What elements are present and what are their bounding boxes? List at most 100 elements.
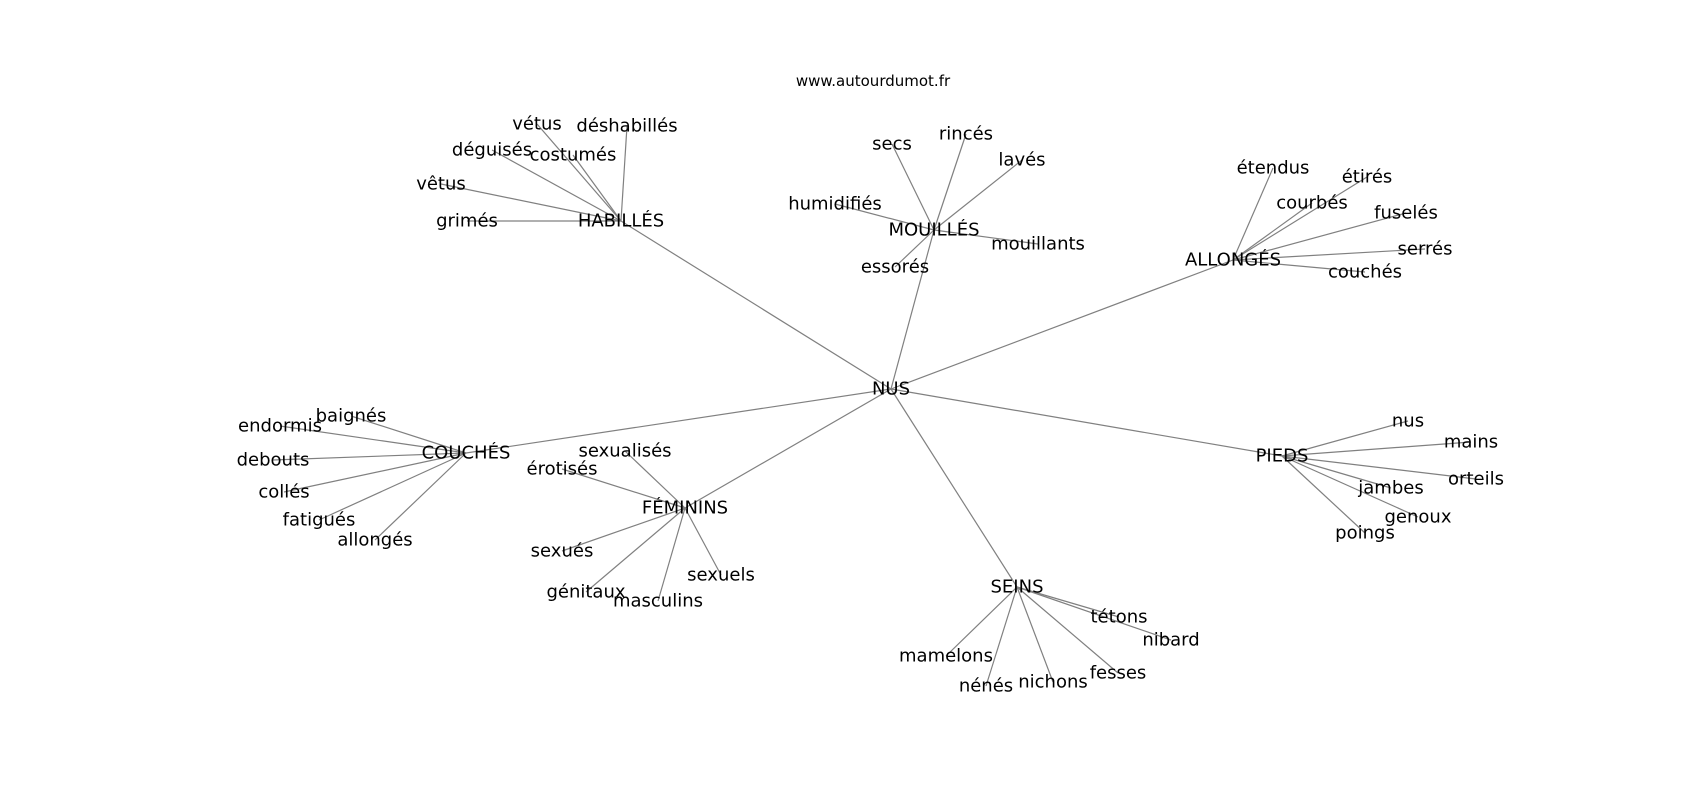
leaf-node: essorés — [861, 257, 929, 278]
edge — [440, 183, 622, 222]
edge — [890, 388, 1018, 588]
edge — [572, 154, 622, 222]
edge — [272, 452, 467, 461]
leaf-node: étendus — [1237, 158, 1310, 179]
leaf-node: jambes — [1357, 478, 1423, 499]
edge — [1232, 248, 1426, 261]
edge — [561, 468, 686, 509]
leaf-node: sexuels — [687, 565, 755, 586]
leaf-node: fuselés — [1374, 203, 1438, 224]
edge — [1281, 441, 1472, 457]
edge — [1016, 586, 1172, 641]
edge — [890, 388, 1283, 457]
edge — [1016, 586, 1119, 674]
group-node-habilles: HABILLÉS — [578, 210, 664, 232]
edge — [374, 452, 467, 541]
leaf-node: allongés — [337, 530, 412, 551]
edge — [279, 425, 467, 454]
labels-layer: NUS HABILLÉS vétus déshabillés déguiséscostu… — [237, 114, 1504, 697]
edge — [933, 159, 1023, 231]
edge — [834, 203, 935, 231]
leaf-node: nus — [1392, 411, 1424, 432]
edge — [620, 125, 628, 222]
leaf-node: vétus — [512, 114, 562, 135]
leaf-node: fesses — [1090, 663, 1147, 684]
leaf-node: nibard — [1142, 630, 1199, 651]
edge — [1232, 167, 1274, 261]
edges-layer — [272, 123, 1477, 687]
leaf-node: rincés — [939, 124, 993, 145]
leaf-node: debouts — [237, 450, 310, 471]
leaf-node: fatigués — [283, 510, 356, 531]
leaf-node: vêtus — [416, 174, 466, 195]
edge — [1232, 212, 1407, 261]
leaf-node: baignés — [316, 406, 387, 427]
edge — [491, 149, 622, 222]
leaf-node: couchés — [1328, 262, 1402, 283]
edge — [933, 133, 967, 231]
edge — [1281, 455, 1366, 534]
group-node-feminins: FÉMININS — [642, 497, 728, 519]
leaf-node: orteils — [1448, 469, 1504, 490]
edge — [684, 388, 892, 509]
leaf-node: collés — [258, 482, 309, 503]
leaf-node: sexualisés — [578, 441, 671, 462]
leaf-node: costumés — [530, 145, 617, 166]
edge — [890, 259, 1234, 390]
source-caption: www.autourdumot.fr — [795, 72, 951, 90]
leaf-node: érotisés — [527, 459, 598, 480]
leaf-node: mouillants — [991, 234, 1085, 255]
leaf-node: étirés — [1342, 167, 1393, 188]
center-node: NUS — [872, 379, 910, 400]
edge — [891, 143, 935, 231]
edge — [1281, 420, 1409, 457]
leaf-node: genoux — [1385, 507, 1452, 528]
leaf-node: serrés — [1398, 239, 1453, 260]
edge — [624, 450, 686, 509]
group-node-pieds: PIEDS — [1256, 446, 1309, 467]
group-node-mouilles: MOUILLÉS — [888, 219, 979, 241]
edge — [684, 507, 722, 576]
leaf-node: masculins — [613, 591, 703, 612]
edge — [1232, 202, 1313, 261]
edge — [350, 415, 467, 454]
edge — [1281, 455, 1392, 489]
leaf-node: grimés — [436, 211, 498, 232]
group-node-seins: SEINS — [991, 577, 1044, 598]
edge — [1232, 259, 1366, 273]
leaf-node: tétons — [1091, 607, 1148, 628]
edge — [283, 452, 467, 493]
edge — [561, 507, 686, 552]
edge — [1016, 586, 1054, 683]
edge — [945, 586, 1018, 657]
leaf-node: mamelons — [899, 646, 993, 667]
group-node-couches: COUCHÉS — [422, 442, 511, 464]
edge — [1281, 455, 1419, 518]
leaf-node: lavés — [998, 150, 1045, 171]
edge — [890, 229, 935, 390]
group-node-allonges: ALLONGÉS — [1185, 249, 1281, 271]
edge — [465, 388, 892, 454]
leaf-node: mains — [1444, 432, 1498, 453]
leaf-node: poings — [1335, 523, 1395, 544]
edge — [620, 220, 892, 390]
leaf-node: sexués — [531, 541, 594, 562]
edge — [585, 507, 686, 593]
leaf-node: endormis — [238, 416, 322, 437]
leaf-node: génitaux — [546, 582, 625, 603]
edge — [894, 229, 935, 268]
edge — [1016, 586, 1120, 618]
leaf-node: humidifiés — [788, 194, 882, 215]
edge — [657, 507, 686, 602]
edge — [985, 586, 1018, 687]
leaf-node: secs — [872, 134, 912, 155]
leaf-node: déshabillés — [576, 116, 677, 137]
leaf-node: déguisés — [452, 140, 532, 161]
edge — [1232, 176, 1368, 261]
leaf-node: courbés — [1276, 193, 1348, 214]
edge — [536, 123, 622, 222]
edge — [1281, 455, 1477, 480]
edge — [933, 229, 1039, 245]
leaf-node: nichons — [1018, 672, 1088, 693]
